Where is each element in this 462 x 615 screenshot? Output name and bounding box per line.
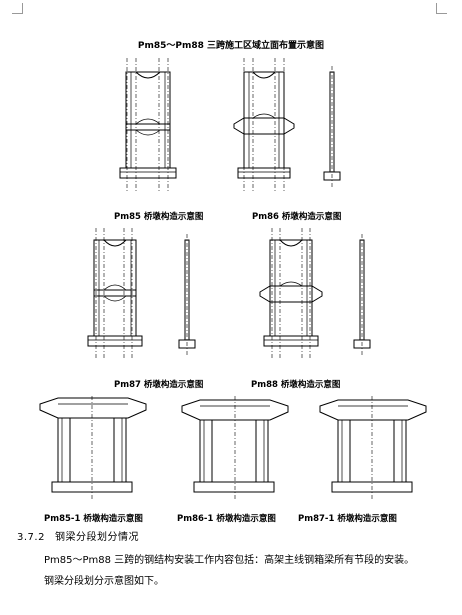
section-number: 3.7.2	[17, 532, 45, 543]
figure-title: Pm85～Pm88 三跨施工区域立面布置示意图	[137, 41, 325, 51]
caption-pm86: Pm86 桥墩构造示意图	[252, 212, 342, 222]
paragraph-2: 钢梁分段划分示意图如下。	[44, 576, 164, 587]
pm86-1-pier-drawing	[181, 396, 289, 500]
caption-pm85: Pm85 桥墩构造示意图	[114, 212, 204, 222]
pm87-side-drawing	[178, 234, 196, 356]
caption-pm87-1: Pm87-1 桥墩构造示意图	[298, 514, 397, 524]
corner-mark-right	[436, 3, 447, 14]
corner-mark-left	[12, 3, 23, 14]
caption-pm85-1: Pm85-1 桥墩构造示意图	[44, 514, 143, 524]
caption-pm87: Pm87 桥墩构造示意图	[114, 380, 204, 390]
pm85-1-pier-drawing	[39, 396, 147, 500]
section-heading: 3.7.2 钢梁分段划分情况	[17, 528, 139, 543]
pm86-side-drawing	[323, 66, 341, 188]
pm85-pier-drawing	[119, 58, 177, 192]
caption-pm88: Pm88 桥墩构造示意图	[251, 380, 341, 390]
paragraph-1: Pm85～Pm88 三跨的钢结构安装工作内容包括：高架主线钢箱梁所有节段的安装。	[44, 555, 415, 566]
pm88-pier-drawing	[259, 228, 323, 360]
pm86-pier-drawing	[233, 58, 295, 192]
caption-pm86-1: Pm86-1 桥墩构造示意图	[177, 514, 276, 524]
pm87-pier-drawing	[87, 228, 143, 360]
pm88-side-drawing	[353, 234, 371, 356]
section-title: 钢梁分段划分情况	[54, 532, 139, 543]
pm87-1-pier-drawing	[319, 396, 427, 500]
